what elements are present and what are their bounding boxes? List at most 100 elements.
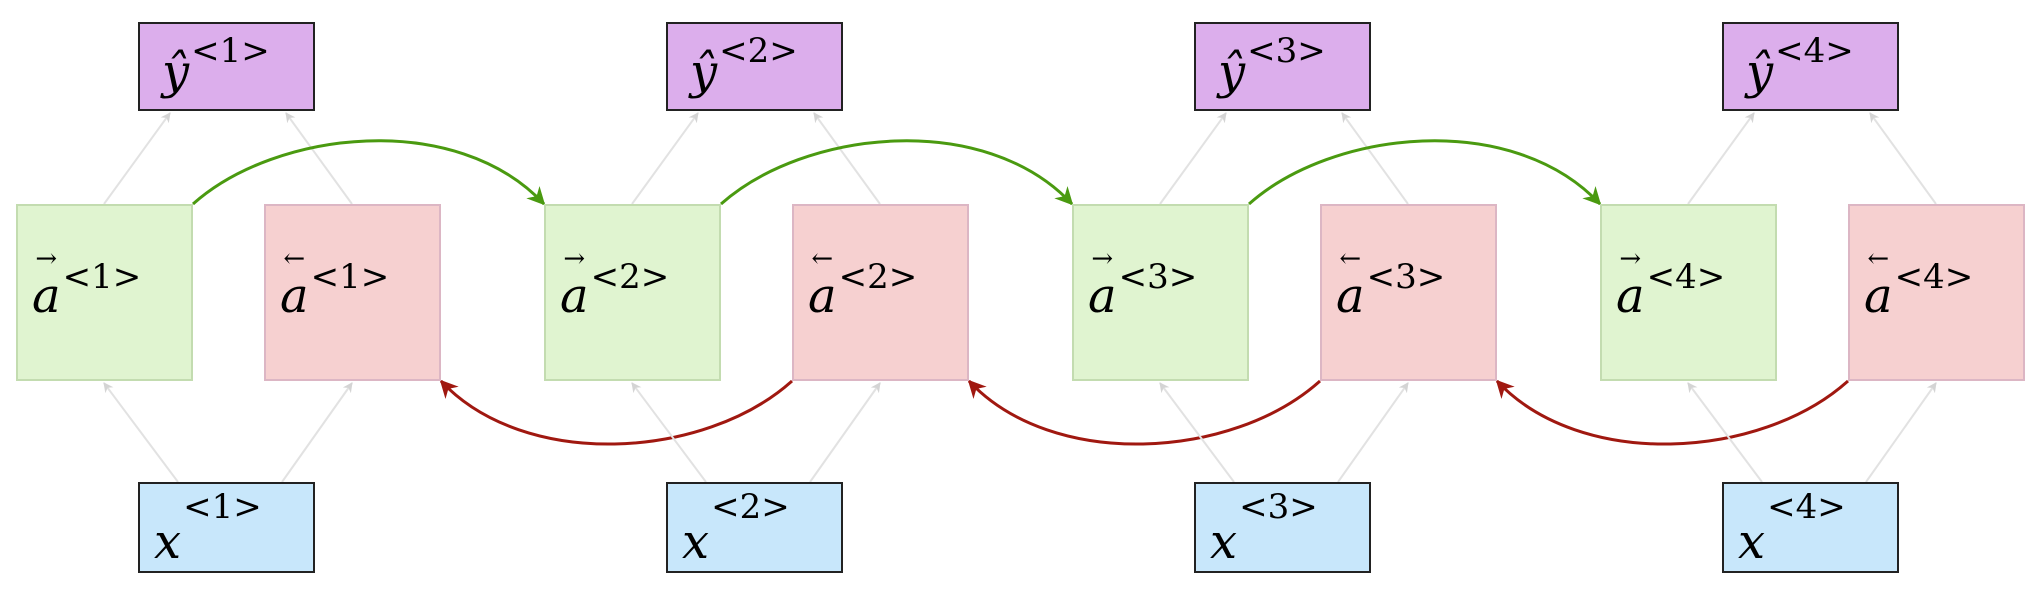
input-node-1: x<1>	[138, 482, 315, 573]
backward-activation-node-1-label: ←a<1>	[280, 246, 389, 320]
backward-activation-node-4: ←a<4>	[1848, 204, 2025, 381]
symbol-text: a	[1864, 268, 1893, 324]
input-node-1-superscript: <1>	[183, 487, 262, 527]
forward-to-output-edge	[1687, 112, 1755, 205]
left-arrow-icon: ←	[283, 244, 306, 274]
input-node-2-label: x<2>	[682, 490, 790, 566]
backward-activation-node-2-label: ←a<2>	[808, 246, 917, 320]
backward-activation-node-1-symbol: ←a	[280, 246, 309, 320]
output-node-3: ŷ<3>	[1194, 22, 1371, 111]
symbol-text: x	[1210, 514, 1238, 570]
backward-to-output-edge	[813, 112, 881, 205]
input-node-4-label: x<4>	[1738, 490, 1846, 566]
symbol-text: a	[1616, 268, 1645, 324]
left-arrow-icon: ←	[811, 244, 834, 274]
forward-activation-node-2-label: →a<2>	[560, 246, 669, 320]
output-node-3-symbol: ŷ	[1218, 48, 1245, 96]
forward-activation-node-4: →a<4>	[1600, 204, 1777, 381]
output-node-1-label: ŷ<1>	[162, 34, 270, 96]
input-to-forward-edge	[631, 382, 707, 483]
input-node-1-symbol: x	[154, 518, 181, 566]
input-to-forward-edge	[1159, 382, 1235, 483]
input-node-3-superscript: <3>	[1239, 487, 1318, 527]
right-arrow-icon: →	[563, 244, 586, 274]
forward-to-output-edge	[103, 112, 171, 205]
input-node-4: x<4>	[1722, 482, 1899, 573]
forward-to-output-edge	[1159, 112, 1227, 205]
output-node-1-superscript: <1>	[191, 31, 270, 71]
symbol-text: x	[1738, 514, 1766, 570]
forward-activation-node-2-symbol: →a	[560, 246, 589, 320]
backward-activation-node-4-symbol: ←a	[1864, 246, 1893, 320]
input-node-3-label: x<3>	[1210, 490, 1318, 566]
backward-activation-node-2-symbol: ←a	[808, 246, 837, 320]
symbol-text: a	[32, 268, 61, 324]
backward-activation-node-2-superscript: <2>	[838, 257, 918, 297]
output-node-2-label: ŷ<2>	[690, 34, 798, 96]
symbol-text: x	[682, 514, 710, 570]
forward-activation-node-1: →a<1>	[16, 204, 193, 381]
backward-activation-node-1-superscript: <1>	[310, 257, 390, 297]
output-node-4: ŷ<4>	[1722, 22, 1899, 111]
output-node-1-symbol: ŷ	[162, 48, 189, 96]
backward-to-output-edge	[1341, 112, 1409, 205]
backward-activation-node-3: ←a<3>	[1320, 204, 1497, 381]
backward-activation-node-4-superscript: <4>	[1894, 257, 1974, 297]
forward-activation-node-3: →a<3>	[1072, 204, 1249, 381]
forward-activation-node-1-superscript: <1>	[62, 257, 142, 297]
output-node-2-superscript: <2>	[719, 31, 798, 71]
backward-recurrent-arrow	[967, 379, 1322, 446]
backward-to-output-edge	[285, 112, 353, 205]
symbol-text: ŷ	[162, 44, 190, 100]
output-node-1: ŷ<1>	[138, 22, 315, 111]
left-arrow-icon: ←	[1867, 244, 1890, 274]
backward-activation-node-3-symbol: ←a	[1336, 246, 1365, 320]
backward-activation-node-1: ←a<1>	[264, 204, 441, 381]
symbol-text: a	[280, 268, 309, 324]
forward-recurrent-arrow	[192, 139, 546, 206]
backward-to-output-edge	[1869, 112, 1937, 205]
backward-activation-node-3-label: ←a<3>	[1336, 246, 1445, 320]
forward-activation-node-4-superscript: <4>	[1646, 257, 1726, 297]
forward-activation-node-3-symbol: →a	[1088, 246, 1117, 320]
input-node-4-symbol: x	[1738, 518, 1765, 566]
output-node-4-superscript: <4>	[1775, 31, 1854, 71]
input-node-2-superscript: <2>	[711, 487, 790, 527]
forward-activation-node-4-symbol: →a	[1616, 246, 1645, 320]
input-to-backward-edge	[281, 382, 353, 483]
forward-activation-node-1-label: →a<1>	[32, 246, 141, 320]
forward-activation-node-3-superscript: <3>	[1118, 257, 1198, 297]
forward-activation-node-4-label: →a<4>	[1616, 246, 1725, 320]
symbol-text: ŷ	[690, 44, 718, 100]
output-node-4-label: ŷ<4>	[1746, 34, 1854, 96]
symbol-text: a	[1336, 268, 1365, 324]
output-node-2-symbol: ŷ	[690, 48, 717, 96]
input-to-forward-edge	[1687, 382, 1763, 483]
forward-recurrent-arrow	[720, 139, 1074, 206]
output-node-3-label: ŷ<3>	[1218, 34, 1326, 96]
forward-to-output-edge	[631, 112, 699, 205]
input-to-backward-edge	[1865, 382, 1937, 483]
forward-recurrent-arrow	[1248, 139, 1602, 206]
right-arrow-icon: →	[35, 244, 58, 274]
input-node-2-symbol: x	[682, 518, 709, 566]
left-arrow-icon: ←	[1339, 244, 1362, 274]
backward-activation-node-3-superscript: <3>	[1366, 257, 1446, 297]
input-node-3-symbol: x	[1210, 518, 1237, 566]
symbol-text: ŷ	[1746, 44, 1774, 100]
symbol-text: a	[560, 268, 589, 324]
symbol-text: ŷ	[1218, 44, 1246, 100]
input-node-1-label: x<1>	[154, 490, 262, 566]
right-arrow-icon: →	[1619, 244, 1642, 274]
output-node-3-superscript: <3>	[1247, 31, 1326, 71]
backward-recurrent-arrow	[1495, 379, 1850, 446]
output-node-2: ŷ<2>	[666, 22, 843, 111]
backward-activation-node-4-label: ←a<4>	[1864, 246, 1973, 320]
forward-activation-node-2-superscript: <2>	[590, 257, 670, 297]
input-node-3: x<3>	[1194, 482, 1371, 573]
symbol-text: x	[154, 514, 182, 570]
input-to-forward-edge	[103, 382, 179, 483]
output-node-4-symbol: ŷ	[1746, 48, 1773, 96]
input-node-2: x<2>	[666, 482, 843, 573]
